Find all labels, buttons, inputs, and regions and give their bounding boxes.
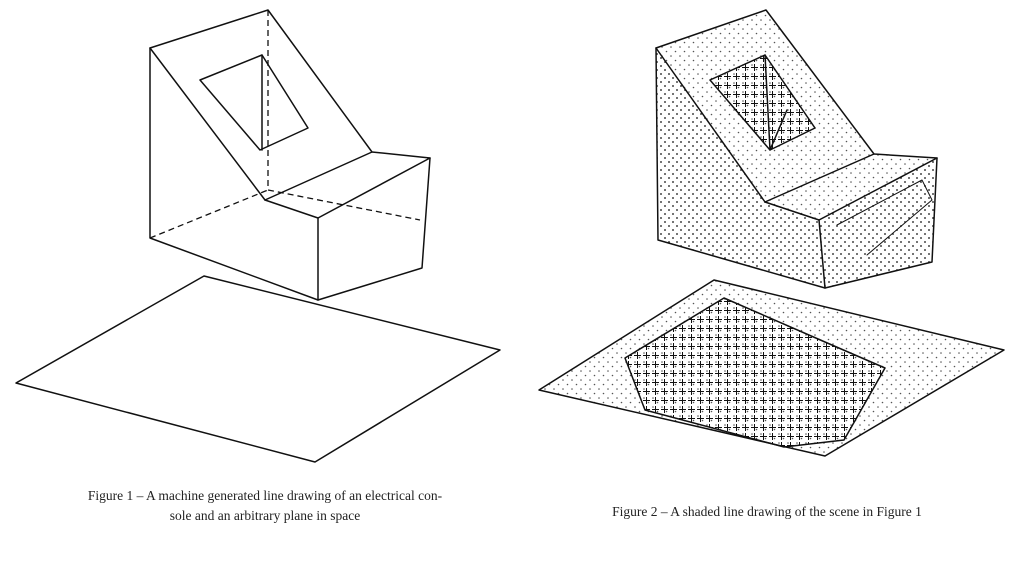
hidden-edge-base-left [149, 189, 269, 239]
console-shaded [655, 9, 938, 289]
arbitrary-plane [15, 275, 501, 463]
arbitrary-plane [538, 279, 1005, 457]
figure-2-caption: Figure 2 – A shaded line drawing of the … [527, 502, 1007, 522]
seat-top-edge [818, 157, 938, 221]
seat-interior-edges [836, 179, 933, 256]
cast-shadow-shading [625, 298, 885, 447]
window-inner-edge [764, 54, 788, 151]
hidden-edge-base-right [267, 189, 421, 221]
figure-2: Figure 2 – A shaded line drawing of the … [507, 0, 1015, 562]
caption-line: Figure 1 – A machine generated line draw… [87, 488, 443, 503]
caption-line: sole and an arbitrary plane in space [169, 508, 361, 523]
cast-shadow-outline [624, 297, 886, 448]
console-window [709, 54, 816, 151]
seat-top-edge [317, 157, 431, 219]
console-window [199, 54, 309, 151]
seat-top-shading [765, 154, 937, 220]
window-shading [710, 55, 815, 150]
figure-1-line-drawing [15, 9, 501, 463]
caption-line: Figure 2 – A shaded line drawing of the … [612, 504, 922, 519]
figure-2-shaded-drawing [538, 9, 1005, 457]
slanted-face-bottom-edge [149, 47, 373, 201]
console-outline [149, 9, 431, 301]
figure-1-caption: Figure 1 – A machine generated line draw… [30, 486, 500, 526]
console-wireframe [149, 9, 431, 301]
seat-front-shading [819, 158, 937, 288]
seat-front-edge [264, 199, 319, 301]
figure-1: Figure 1 – A machine generated line draw… [0, 0, 507, 562]
console-outline [655, 9, 938, 289]
